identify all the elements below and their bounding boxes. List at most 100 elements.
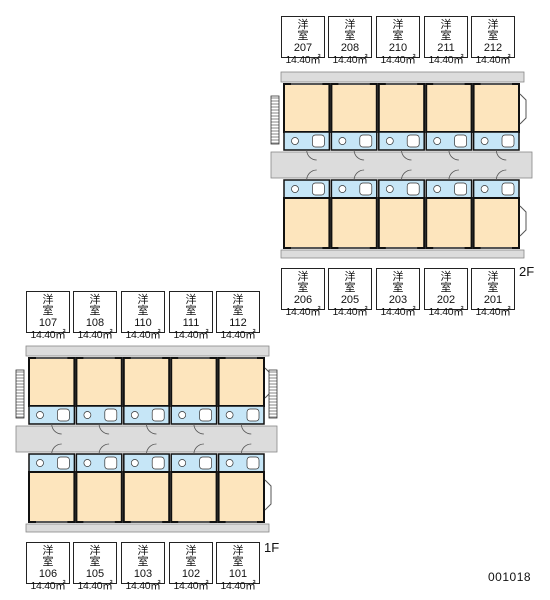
- door-arc: [495, 149, 507, 161]
- room-top-2f: [377, 83, 426, 133]
- stairs-left-2f: [270, 95, 280, 145]
- room-label-108: 洋 室 108 14.40㎡: [73, 291, 117, 340]
- room-top-1f: [170, 357, 218, 407]
- room-label-207: 洋 室 207 14.40㎡: [281, 16, 325, 65]
- toilet-icon: [291, 137, 299, 145]
- door-arc: [448, 149, 459, 161]
- room-bottom-1f: [122, 471, 171, 523]
- sink-icon: [359, 182, 373, 196]
- toilet-icon: [480, 137, 489, 145]
- sink-icon: [312, 134, 325, 148]
- door-arc: [98, 443, 110, 455]
- room-top-1f: [122, 357, 171, 407]
- toilet-icon: [385, 137, 394, 145]
- toilet-icon: [130, 411, 139, 419]
- room-top-2f: [330, 83, 378, 133]
- bay-window-bottom: [264, 479, 272, 511]
- sink-icon: [104, 456, 118, 470]
- property-code: 001018: [488, 570, 532, 584]
- room-label-105: 洋 室 105 14.40㎡: [73, 542, 117, 591]
- room-bottom-2f: [283, 197, 331, 249]
- sink-icon: [406, 182, 420, 196]
- room-label-111: 洋 室 111 14.40㎡: [169, 291, 213, 340]
- floor-label-2f: 2F: [519, 264, 535, 279]
- room-bottom-1f: [28, 471, 76, 523]
- balcony-bottom-1f: [25, 523, 270, 533]
- room-label-205: 洋 室 205 14.40㎡: [328, 268, 372, 317]
- room-top-2f: [283, 83, 331, 133]
- door-arc: [401, 169, 412, 181]
- stairs-right-1f: [268, 369, 278, 419]
- door-arc: [98, 423, 110, 435]
- balcony-bottom-2f: [280, 249, 525, 259]
- toilet-icon: [338, 185, 347, 193]
- sink-icon: [454, 134, 467, 148]
- room-bottom-2f: [425, 197, 473, 249]
- door-arc: [495, 169, 507, 181]
- door-arc: [240, 443, 252, 455]
- room-label-212: 洋 室 212 14.40㎡: [471, 16, 515, 65]
- toilet-icon: [480, 185, 489, 193]
- door-arc: [306, 149, 317, 161]
- sink-icon: [151, 408, 165, 422]
- sink-icon: [199, 408, 212, 422]
- room-label-208: 洋 室 208 14.40㎡: [328, 16, 372, 65]
- sink-icon: [406, 134, 420, 148]
- door-arc: [51, 443, 62, 455]
- toilet-icon: [178, 411, 187, 419]
- room-bottom-2f: [377, 197, 426, 249]
- door-arc: [353, 149, 365, 161]
- room-top-1f: [28, 357, 76, 407]
- room-bottom-2f: [472, 197, 521, 249]
- toilet-icon: [433, 185, 442, 193]
- toilet-icon: [130, 459, 139, 467]
- door-arc: [306, 169, 317, 181]
- room-bottom-1f: [217, 471, 266, 523]
- toilet-icon: [291, 185, 299, 193]
- sink-icon: [454, 182, 467, 196]
- toilet-icon: [385, 185, 394, 193]
- toilet-icon: [36, 411, 44, 419]
- door-arc: [240, 423, 252, 435]
- door-arc: [353, 169, 365, 181]
- toilet-icon: [178, 459, 187, 467]
- door-arc: [146, 423, 157, 435]
- room-top-2f: [425, 83, 473, 133]
- room-label-106: 洋 室 106 14.40㎡: [26, 542, 70, 591]
- room-label-102: 洋 室 102 14.40㎡: [169, 542, 213, 591]
- sink-icon: [501, 134, 515, 148]
- door-arc: [401, 149, 412, 161]
- room-top-1f: [75, 357, 123, 407]
- sink-icon: [246, 408, 260, 422]
- toilet-icon: [225, 459, 234, 467]
- bay-window-top: [519, 93, 527, 125]
- toilet-icon: [225, 411, 234, 419]
- room-label-201: 洋 室 201 14.40㎡: [471, 268, 515, 317]
- sink-icon: [104, 408, 118, 422]
- stairs-left-1f: [15, 369, 25, 419]
- room-label-203: 洋 室 203 14.40㎡: [376, 268, 420, 317]
- sink-icon: [246, 456, 260, 470]
- door-arc: [193, 443, 204, 455]
- room-bottom-1f: [75, 471, 123, 523]
- sink-icon: [57, 408, 70, 422]
- corridor-1f: [15, 425, 278, 453]
- bay-window-bottom: [519, 205, 527, 237]
- room-label-211: 洋 室 211 14.40㎡: [424, 16, 468, 65]
- sink-icon: [199, 456, 212, 470]
- toilet-icon: [338, 137, 347, 145]
- room-label-107: 洋 室 107 14.40㎡: [26, 291, 70, 340]
- sink-icon: [501, 182, 515, 196]
- balcony-top-2f: [280, 71, 525, 83]
- room-top-2f: [472, 83, 521, 133]
- door-arc: [146, 443, 157, 455]
- toilet-icon: [433, 137, 442, 145]
- door-arc: [51, 423, 62, 435]
- toilet-icon: [83, 459, 92, 467]
- sink-icon: [359, 134, 373, 148]
- door-arc: [193, 423, 204, 435]
- room-label-101: 洋 室 101 14.40㎡: [216, 542, 260, 591]
- corridor-2f: [270, 151, 533, 179]
- room-top-1f: [217, 357, 266, 407]
